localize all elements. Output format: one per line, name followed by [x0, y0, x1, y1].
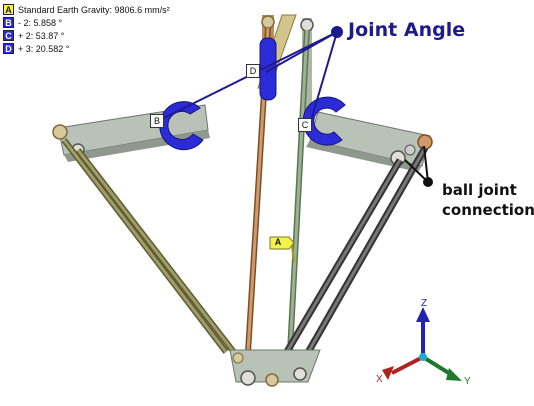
- marker-tag-d[interactable]: D: [246, 64, 260, 78]
- end-effector-platform: [229, 349, 321, 387]
- legend-text-d: + 3: 20.582 °: [18, 43, 70, 54]
- legend-key-b: B: [3, 17, 14, 28]
- coordinate-triad: [382, 307, 462, 381]
- ball-joint-leaders: [404, 145, 433, 187]
- legend-item-d: D + 3: 20.582 °: [3, 42, 170, 55]
- ball-joint-callout: ball joint connection: [442, 181, 534, 219]
- legend-item-c: C + 2: 53.87 °: [3, 29, 170, 42]
- marker-tag-a[interactable]: A: [274, 237, 282, 247]
- triad-z-label: Z: [421, 298, 428, 309]
- legend-item-b: B - 2: 5.858 °: [3, 16, 170, 29]
- marker-tag-b[interactable]: B: [150, 114, 164, 128]
- legend-key-d: D: [3, 43, 14, 54]
- legend-text-c: + 2: 53.87 °: [18, 30, 65, 41]
- triad-y-label: Y: [464, 376, 471, 387]
- gravity-marker: [269, 236, 295, 263]
- legend-text-a: Standard Earth Gravity: 9806.6 mm/s²: [18, 4, 170, 15]
- legend-key-a: A: [3, 4, 14, 15]
- triad-x-label: X: [376, 374, 383, 385]
- joint-angle-callout: Joint Angle: [348, 19, 466, 41]
- legend-item-gravity: A Standard Earth Gravity: 9806.6 mm/s²: [3, 3, 170, 16]
- legend-key-c: C: [3, 30, 14, 41]
- legend-text-b: - 2: 5.858 °: [18, 17, 63, 28]
- upper-right-arm: [306, 111, 433, 172]
- marker-tag-c[interactable]: C: [298, 118, 312, 132]
- legend: A Standard Earth Gravity: 9806.6 mm/s² B…: [3, 3, 170, 55]
- angle-marker-center: [259, 37, 277, 101]
- parallel-rods: [61, 27, 429, 374]
